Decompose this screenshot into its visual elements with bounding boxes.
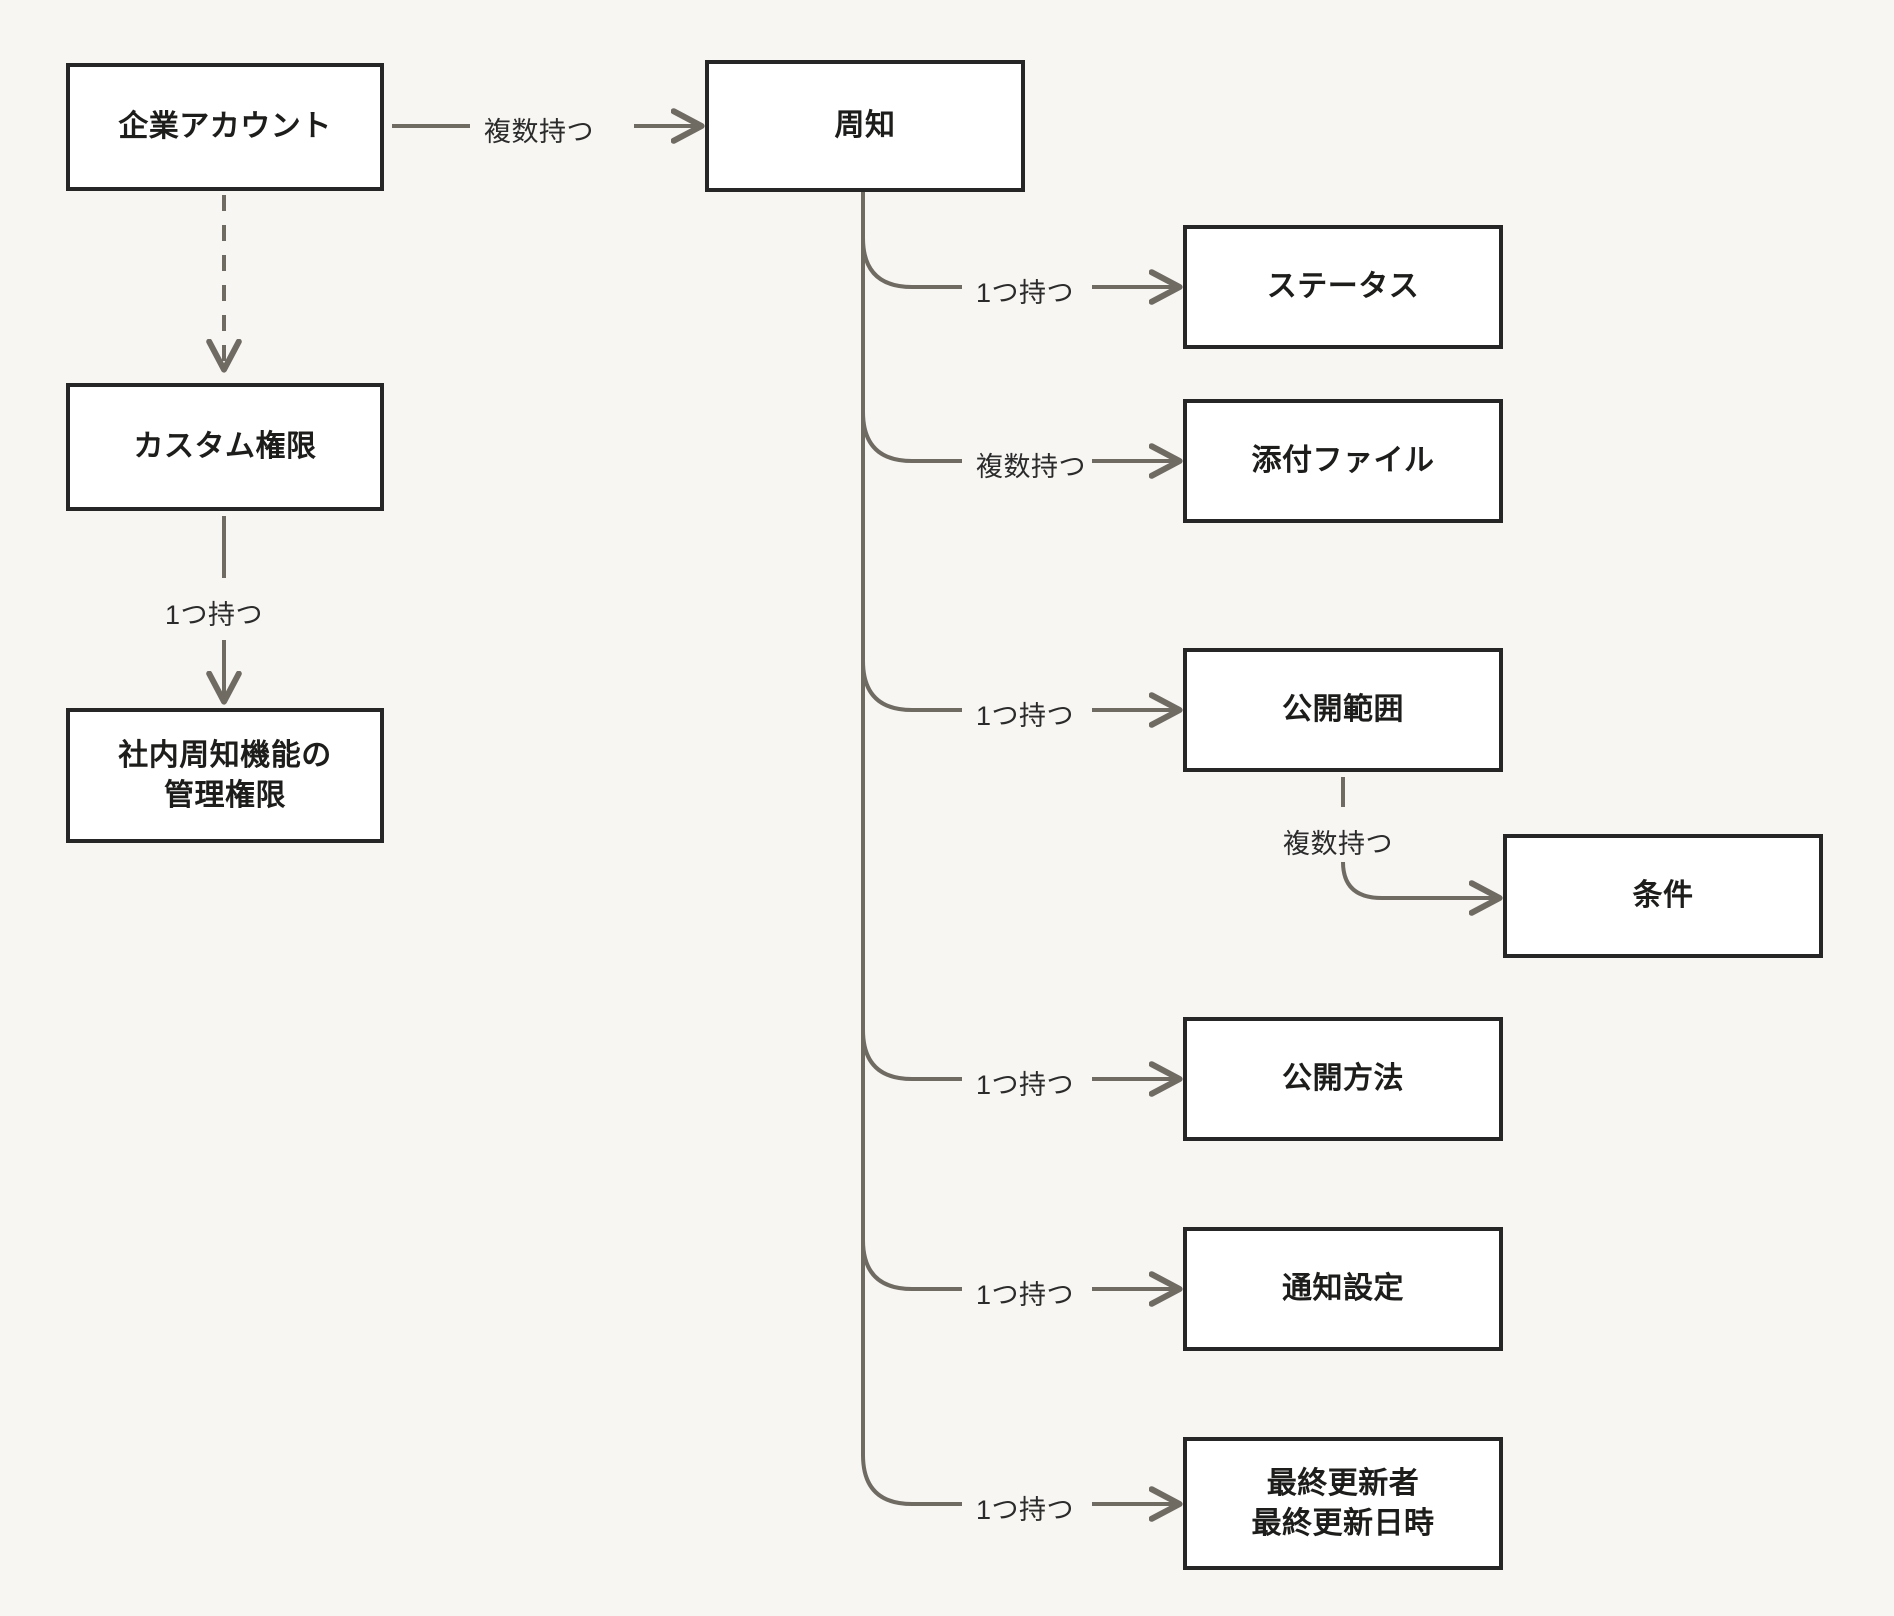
edge-label-corporate-account-to-announcement: 複数持つ xyxy=(484,117,594,147)
edge-label-announcement-to-attachment-file: 複数持つ xyxy=(976,452,1086,482)
wire-branch-last-updated xyxy=(861,1454,962,1506)
node-announcement-label: 周知 xyxy=(834,109,896,143)
wire-branch-notification-setting xyxy=(861,1239,962,1291)
node-condition[interactable]: 条件 xyxy=(1503,834,1823,958)
edge-label-announcement-to-publication-scope: 1つ持つ xyxy=(976,701,1075,731)
node-attachment-file[interactable]: 添付ファイル xyxy=(1183,399,1503,523)
node-last-updated-by-at[interactable]: 最終更新者 最終更新日時 xyxy=(1183,1437,1503,1570)
node-publication-scope-label: 公開範囲 xyxy=(1282,693,1404,727)
wire-branch-attachment-file xyxy=(861,411,962,463)
node-custom-permission[interactable]: カスタム権限 xyxy=(66,383,384,511)
wire-branch-publication-scope xyxy=(861,660,962,712)
node-status-label: ステータス xyxy=(1266,270,1420,304)
node-publication-method[interactable]: 公開方法 xyxy=(1183,1017,1503,1141)
node-notification-setting-label: 通知設定 xyxy=(1282,1272,1404,1306)
node-corporate-account-label: 企業アカウント xyxy=(118,110,332,144)
node-status[interactable]: ステータス xyxy=(1183,225,1503,349)
edge-label-announcement-to-last-updated: 1つ持つ xyxy=(976,1495,1075,1525)
edge-label-publication-scope-to-condition: 複数持つ xyxy=(1283,829,1393,859)
node-notification-setting[interactable]: 通知設定 xyxy=(1183,1227,1503,1351)
wire-publication-scope-to-condition xyxy=(1341,861,1498,898)
node-attachment-file-label: 添付ファイル xyxy=(1251,444,1435,478)
edge-label-announcement-to-notification-setting: 1つ持つ xyxy=(976,1280,1075,1310)
wire-branch-status xyxy=(861,237,962,289)
node-corporate-account[interactable]: 企業アカウント xyxy=(66,63,384,191)
node-publication-method-label: 公開方法 xyxy=(1282,1062,1404,1096)
node-condition-label: 条件 xyxy=(1632,879,1694,913)
node-publication-scope[interactable]: 公開範囲 xyxy=(1183,648,1503,772)
node-announcement[interactable]: 周知 xyxy=(705,60,1025,192)
node-custom-permission-label: カスタム権限 xyxy=(133,430,317,464)
node-internal-announcement-admin-permission-label: 社内周知機能の 管理権限 xyxy=(118,738,332,812)
edge-label-announcement-to-publication-method: 1つ持つ xyxy=(976,1070,1075,1100)
edge-label-announcement-to-status: 1つ持つ xyxy=(976,278,1075,308)
node-last-updated-by-at-label: 最終更新者 最終更新日時 xyxy=(1251,1466,1435,1540)
node-internal-announcement-admin-permission[interactable]: 社内周知機能の 管理権限 xyxy=(66,708,384,843)
wire-branch-publication-method xyxy=(861,1029,962,1081)
edge-label-custom-permission-to-admin-permission: 1つ持つ xyxy=(165,600,264,630)
